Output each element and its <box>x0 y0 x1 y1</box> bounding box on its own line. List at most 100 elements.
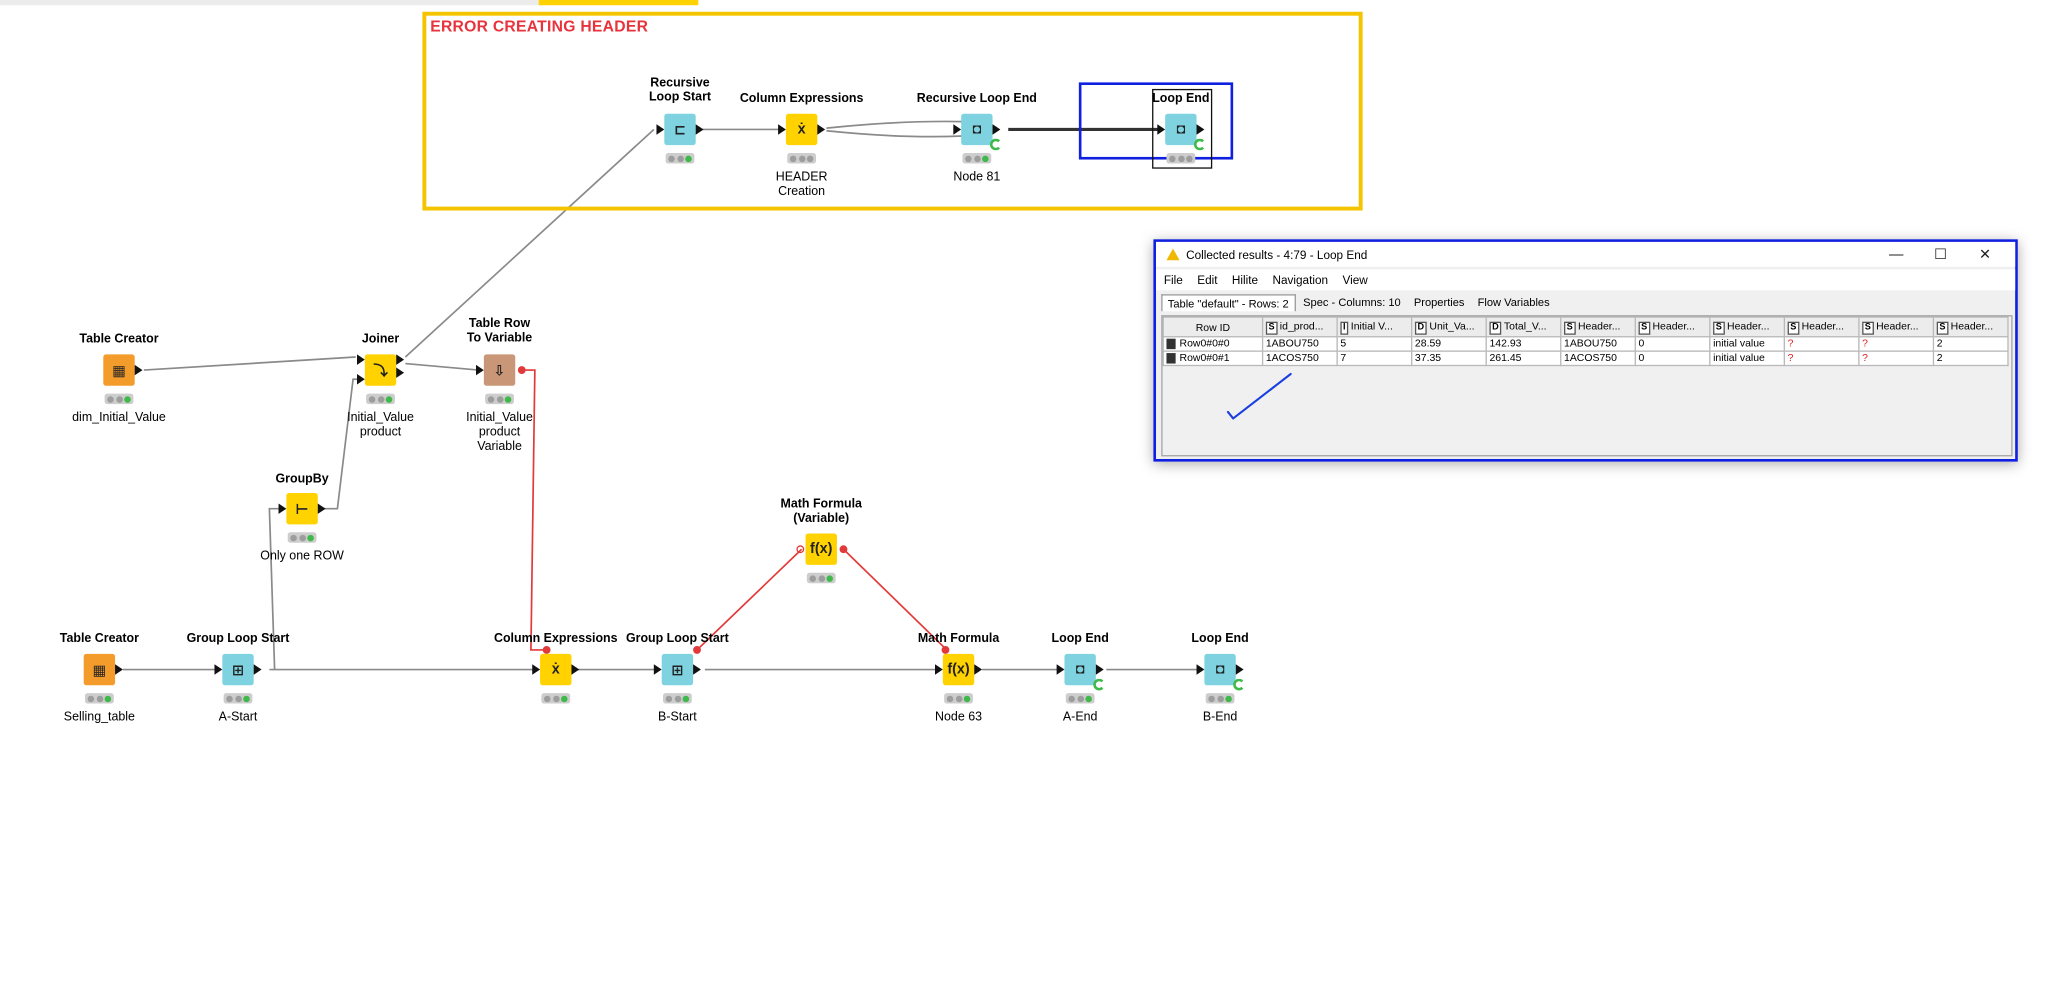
loop-end-icon: ◘ <box>1165 113 1197 146</box>
table-cell: 5 <box>1336 336 1413 352</box>
menu-hilite[interactable]: Hilite <box>1231 273 1259 287</box>
column-header-row-id[interactable]: Row ID <box>1162 316 1264 338</box>
status-traffic-light <box>1065 693 1095 704</box>
status-traffic-light <box>787 153 817 164</box>
variable-input-port[interactable] <box>796 545 805 554</box>
table-cell: 37.35 <box>1411 350 1487 367</box>
table-cell: 0 <box>1634 336 1711 352</box>
input-port-left[interactable] <box>357 354 365 365</box>
input-port[interactable] <box>1157 124 1166 135</box>
menu-navigation[interactable]: Navigation <box>1272 273 1329 287</box>
column-type-badge: S <box>1936 321 1949 335</box>
variable-output-port[interactable] <box>693 646 701 654</box>
input-port-right[interactable] <box>357 374 365 385</box>
output-port-left-unmatched[interactable] <box>396 367 405 378</box>
output-port[interactable] <box>115 664 123 675</box>
menu-edit[interactable]: Edit <box>1197 273 1218 287</box>
output-port[interactable] <box>134 364 143 376</box>
input-port[interactable] <box>278 503 287 514</box>
tab-properties[interactable]: Properties <box>1413 295 1465 309</box>
node-title: Table Creator <box>59 631 139 647</box>
status-traffic-light <box>663 693 692 704</box>
tab-table[interactable]: Table "default" - Rows: 2 <box>1161 293 1296 311</box>
output-port[interactable] <box>695 124 704 135</box>
variable-output-port[interactable] <box>517 366 526 375</box>
annotation-box[interactable]: ERROR CREATING HEADER <box>422 11 1363 211</box>
loop-end-selection-frame <box>1078 82 1234 160</box>
table-row[interactable]: Row0#0#1 1ACOS750 7 37.35 261.45 1ACOS75… <box>1162 350 2009 367</box>
tab-flow-variables[interactable]: Flow Variables <box>1477 295 1550 309</box>
node-label: Node 81 <box>953 170 1001 185</box>
menu-file[interactable]: File <box>1163 273 1183 287</box>
status-traffic-light <box>665 153 695 164</box>
close-button[interactable]: ✕ <box>1979 247 1992 263</box>
output-port[interactable] <box>317 503 326 514</box>
menu-bar: File Edit Hilite Navigation View <box>1156 269 2016 291</box>
collected-results-window[interactable]: Collected results - 4:79 - Loop End — ☐ … <box>1153 239 2018 462</box>
output-port[interactable] <box>693 664 701 675</box>
output-port[interactable] <box>1235 664 1244 675</box>
column-header-label: Header... <box>1801 319 1845 332</box>
window-titlebar[interactable]: Collected results - 4:79 - Loop End — ☐ … <box>1156 241 2016 267</box>
output-port[interactable] <box>974 664 983 675</box>
output-port[interactable] <box>253 664 262 675</box>
variable-output-port[interactable] <box>839 545 848 554</box>
minimize-button[interactable]: — <box>1888 246 1904 263</box>
output-port[interactable] <box>571 664 580 675</box>
loop-status-icon <box>1093 678 1106 691</box>
node-title: Loop End <box>1051 631 1109 647</box>
loop-status-icon <box>1233 678 1245 691</box>
expression-icon: ẋ <box>540 653 572 686</box>
window-title: Collected results - 4:79 - Loop End <box>1186 247 1368 261</box>
output-port[interactable] <box>1095 664 1104 675</box>
table-row[interactable]: Row0#0#0 1ABOU750 5 28.59 142.93 1ABOU75… <box>1162 336 2009 352</box>
table-cell: 142.93 <box>1485 336 1562 352</box>
status-traffic-light <box>806 572 836 584</box>
input-port[interactable] <box>656 124 665 135</box>
annotation-title: ERROR CREATING HEADER <box>430 17 649 36</box>
node-label: Selling_table <box>63 710 135 725</box>
maximize-button[interactable]: ☐ <box>1934 247 1948 263</box>
row-id-cell: Row0#0#0 <box>1162 336 1264 352</box>
variable-input-port[interactable] <box>941 646 950 654</box>
table-cell: 2 <box>1932 336 2009 352</box>
input-port[interactable] <box>953 124 962 135</box>
output-port-joined[interactable] <box>396 354 405 365</box>
menu-view[interactable]: View <box>1342 273 1368 287</box>
input-port[interactable] <box>935 664 943 675</box>
output-port[interactable] <box>1196 124 1205 135</box>
expression-icon: ẋ <box>785 113 818 146</box>
table-cell: 1ABOU750 <box>1560 336 1636 352</box>
row-id-cell: Row0#0#1 <box>1162 350 1264 367</box>
node-title: Group Loop Start <box>186 631 290 647</box>
loop-start-icon: ⊞ <box>222 653 254 686</box>
input-port[interactable] <box>532 664 541 675</box>
input-port[interactable] <box>778 124 786 135</box>
input-port[interactable] <box>653 664 662 675</box>
variable-input-port[interactable] <box>542 646 551 654</box>
connection-table-creator-to-joiner <box>143 356 356 371</box>
table-cell-missing: ? <box>1858 336 1935 352</box>
output-port[interactable] <box>817 124 826 135</box>
input-port[interactable] <box>1056 664 1065 675</box>
grid-plus-icon: ▦ <box>103 354 135 386</box>
input-port[interactable] <box>476 364 484 376</box>
column-header-label: Header... <box>1950 319 1994 332</box>
table-cell: 1ABOU750 <box>1261 336 1338 352</box>
output-port[interactable] <box>992 124 1001 135</box>
tab-spec[interactable]: Spec - Columns: 10 <box>1303 295 1401 309</box>
input-port[interactable] <box>214 664 223 675</box>
input-port[interactable] <box>1196 664 1205 675</box>
